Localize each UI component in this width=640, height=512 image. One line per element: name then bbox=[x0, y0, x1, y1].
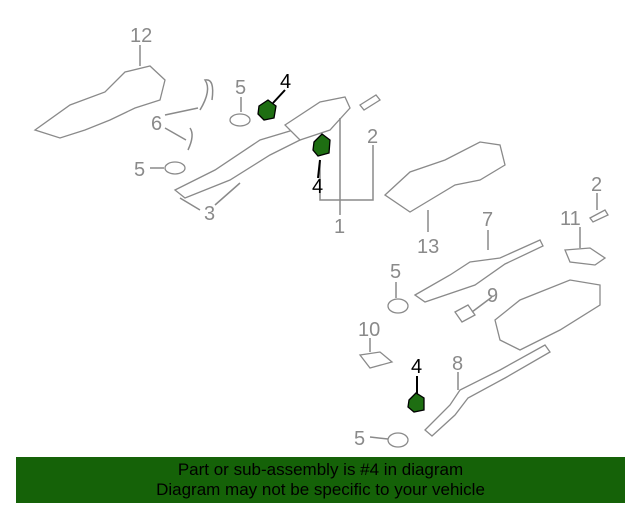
exhaust-hanger-highlighted[interactable] bbox=[407, 392, 425, 413]
diagram-notice-banner: Part or sub-assembly is #4 in diagram Di… bbox=[16, 457, 625, 503]
callout-5: 5 bbox=[235, 77, 246, 99]
callout-6: 6 bbox=[151, 113, 162, 135]
exhaust-hanger-highlighted[interactable] bbox=[312, 133, 331, 157]
gasket[interactable] bbox=[387, 432, 409, 448]
callout-11: 11 bbox=[560, 208, 581, 230]
leader-arrow bbox=[272, 89, 418, 394]
rubber-hanger[interactable] bbox=[454, 304, 476, 323]
gasket[interactable] bbox=[164, 161, 186, 175]
rear-muffler[interactable] bbox=[494, 279, 601, 351]
callout-12: 12 bbox=[130, 25, 152, 47]
banner-line-2: Diagram may not be specific to your vehi… bbox=[156, 480, 485, 499]
leader-line bbox=[139, 45, 598, 440]
oxygen-sensor[interactable] bbox=[187, 127, 193, 151]
callout-5: 5 bbox=[134, 159, 145, 181]
oxygen-sensor[interactable] bbox=[199, 79, 214, 111]
callout-10: 10 bbox=[358, 319, 380, 341]
gasket[interactable] bbox=[229, 113, 251, 127]
callout-3: 3 bbox=[204, 203, 215, 225]
callout-2: 2 bbox=[367, 126, 378, 148]
callout-7: 7 bbox=[482, 209, 493, 231]
callout-4: 4 bbox=[411, 356, 422, 378]
stud-bolt[interactable] bbox=[589, 209, 609, 223]
center-pipe-resonator[interactable] bbox=[413, 239, 544, 303]
callout-9: 9 bbox=[487, 285, 498, 307]
catalytic-converter[interactable] bbox=[283, 96, 351, 141]
callout-8: 8 bbox=[452, 353, 463, 375]
callout-4: 4 bbox=[312, 176, 323, 198]
banner-line-1: Part or sub-assembly is #4 in diagram bbox=[177, 460, 464, 479]
front-pipe[interactable] bbox=[173, 127, 312, 199]
callout-2: 2 bbox=[591, 174, 602, 196]
hanger-bracket[interactable] bbox=[358, 351, 394, 369]
heat-shield-front[interactable] bbox=[33, 65, 166, 139]
gasket[interactable] bbox=[387, 298, 409, 314]
callout-5: 5 bbox=[390, 261, 401, 283]
tail-pipe[interactable] bbox=[424, 344, 551, 437]
callout-4: 4 bbox=[280, 71, 291, 93]
heat-shield-center[interactable] bbox=[383, 141, 506, 213]
hanger-bracket[interactable] bbox=[564, 247, 607, 266]
callout-1: 1 bbox=[334, 216, 345, 238]
callout-5: 5 bbox=[354, 428, 365, 450]
callout-13: 13 bbox=[417, 236, 439, 258]
exhaust-hanger-highlighted[interactable] bbox=[257, 99, 277, 121]
stud-bolt[interactable] bbox=[359, 94, 381, 111]
